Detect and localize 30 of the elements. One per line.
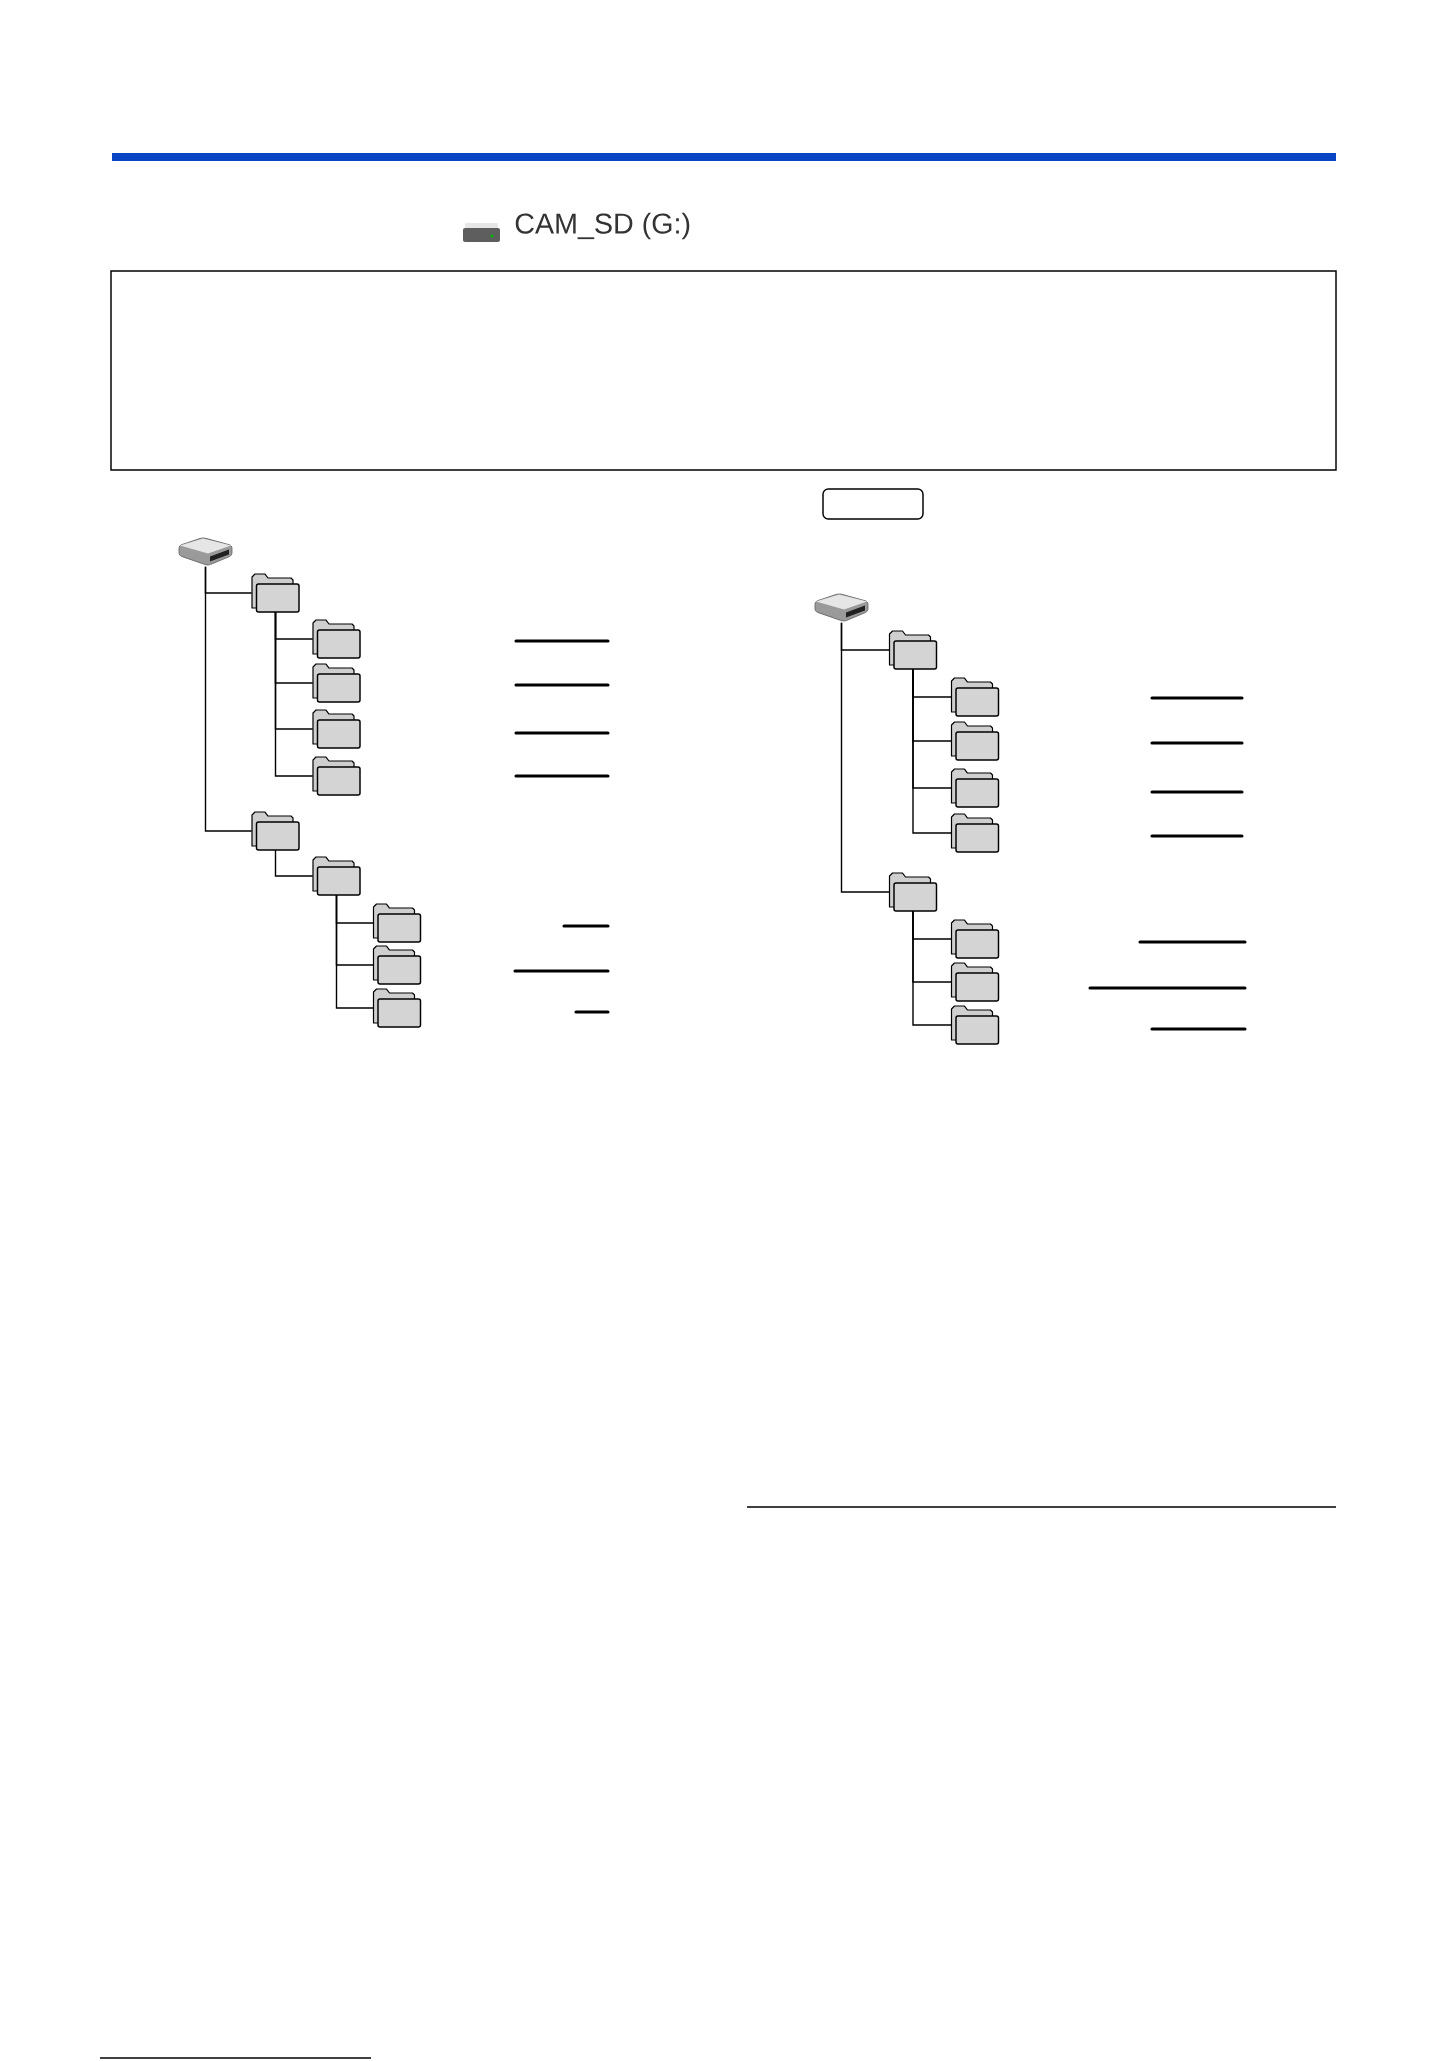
folder-icon (312, 709, 361, 749)
folder-icon (950, 1005, 1000, 1045)
folder-icon (312, 756, 361, 796)
folder-icon (312, 619, 361, 659)
folder-icon (372, 988, 422, 1028)
tree-line (912, 910, 952, 1026)
folder-icon (372, 903, 422, 943)
folder-icon (950, 721, 1000, 761)
tree-line (274, 849, 314, 877)
folder-icon (888, 630, 938, 670)
folder-icon (950, 813, 1000, 853)
folder-icon (950, 768, 1000, 808)
tree-line (204, 566, 253, 832)
tree-line (912, 668, 952, 834)
tree-line (335, 894, 374, 1009)
drive-icon (178, 537, 233, 566)
drive-icon (814, 593, 869, 622)
folder-icon (950, 919, 1000, 959)
tree-line (274, 611, 314, 777)
folder-icon (312, 856, 361, 896)
tree-line (840, 622, 890, 893)
folder-icon (372, 945, 422, 985)
folder-icon (251, 811, 300, 851)
folder-icon (251, 573, 300, 613)
folder-icon (888, 872, 938, 912)
folder-icon (950, 962, 1000, 1002)
rounded-box (822, 488, 924, 520)
folder-icon (950, 677, 1000, 717)
folder-icon (312, 663, 361, 703)
drive-label: CAM_SD (G:) (515, 212, 690, 240)
